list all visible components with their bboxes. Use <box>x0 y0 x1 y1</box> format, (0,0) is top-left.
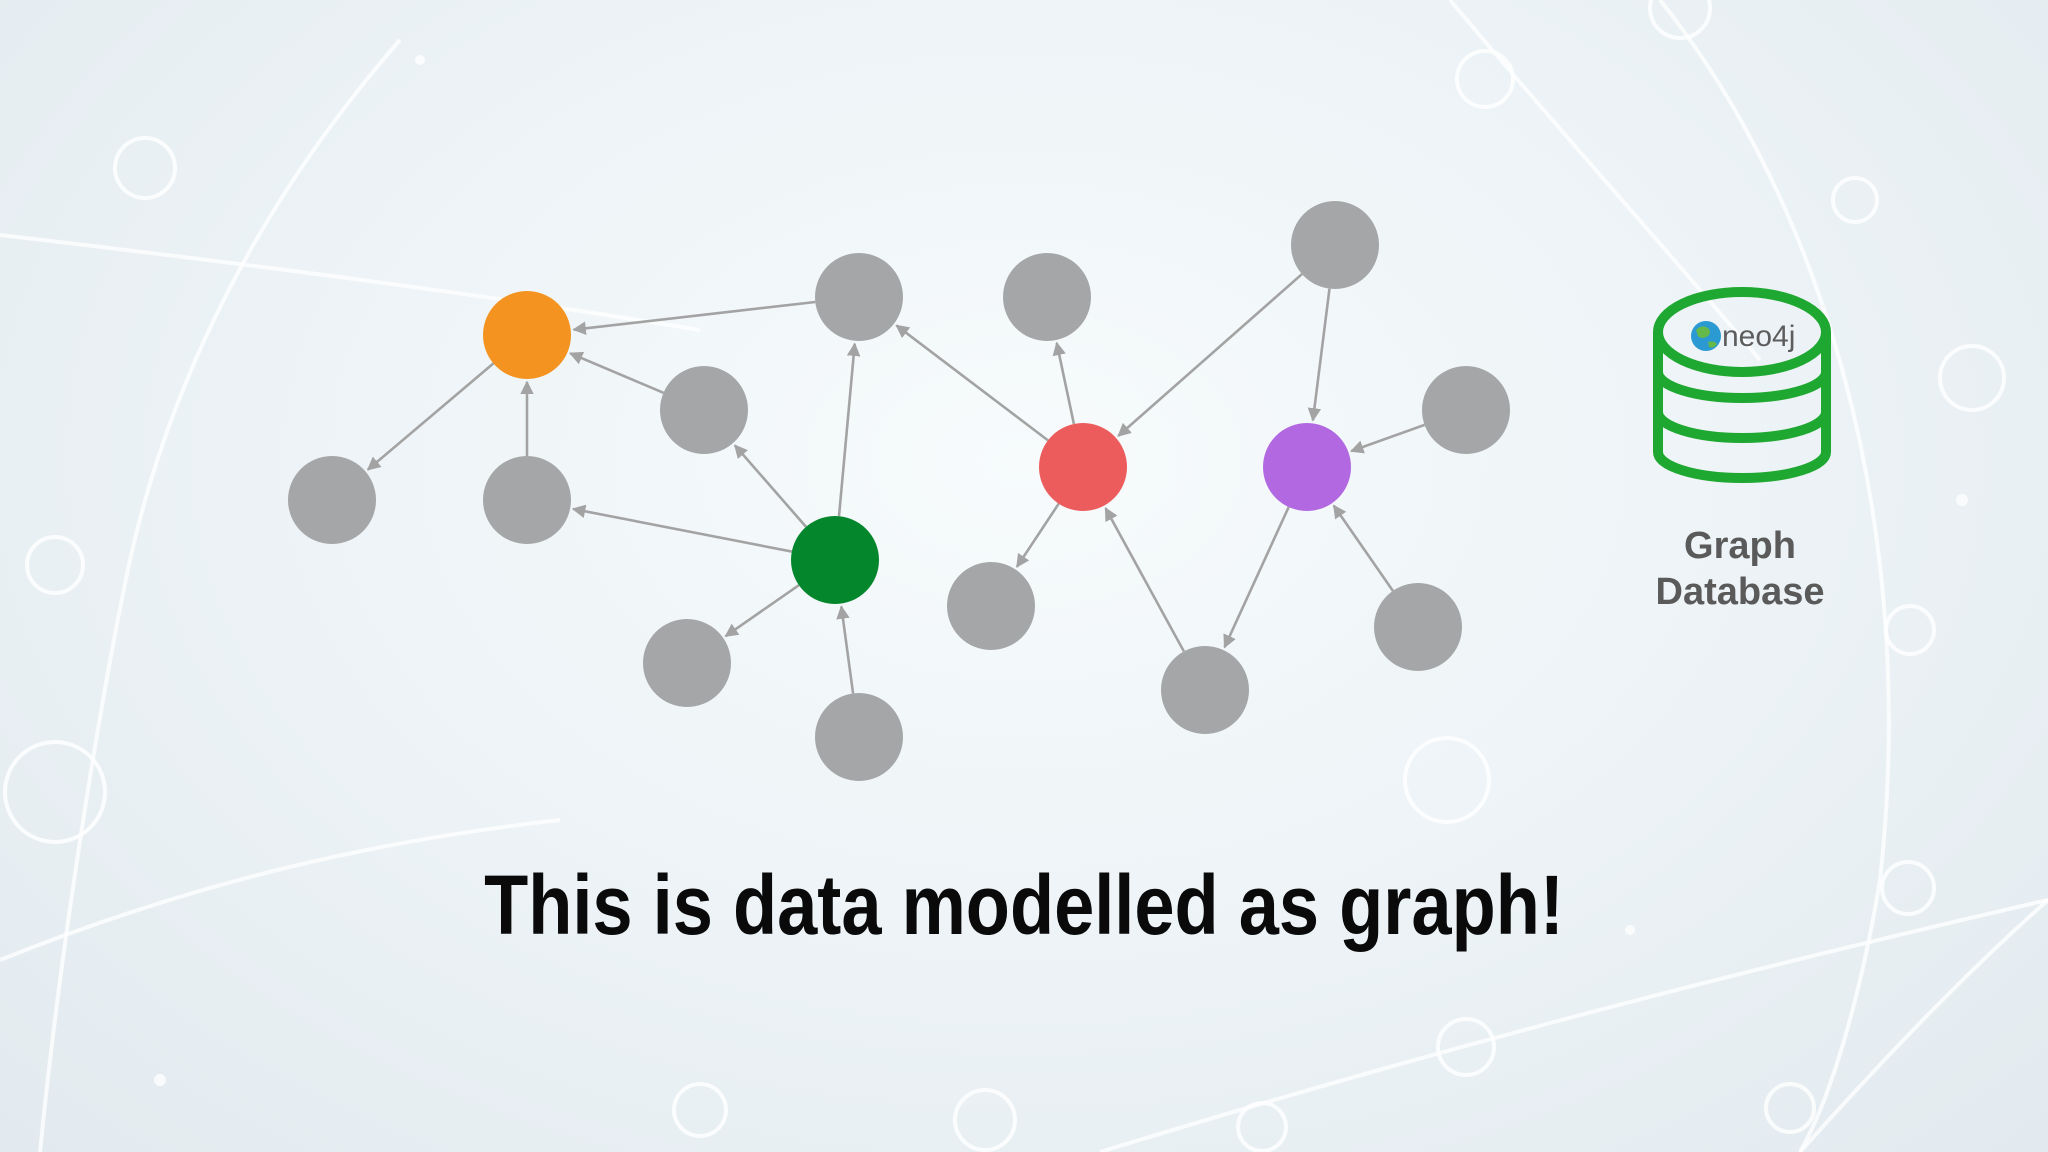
edge-layer <box>366 273 1426 694</box>
graph-node-node-d <box>815 253 903 341</box>
database-body <box>1653 332 1831 483</box>
graph-node-node-i <box>1161 646 1249 734</box>
edge-green-hub-to-node-c <box>733 444 808 528</box>
graph-node-orange-hub <box>483 291 571 379</box>
graph-node-node-k <box>1422 366 1510 454</box>
database-label-line1: Graph <box>1684 525 1796 567</box>
graph-node-node-f <box>815 693 903 781</box>
database-top <box>1653 287 1831 377</box>
edge-red-hub-to-node-g <box>1052 341 1076 425</box>
graph-node-node-g <box>1003 253 1091 341</box>
edge-green-hub-to-node-b <box>571 504 793 553</box>
edge-node-l-to-purple-hub <box>1332 504 1394 592</box>
graph-node-node-j <box>1291 201 1379 289</box>
edge-node-d-to-orange-hub <box>572 300 816 335</box>
slide-caption: This is data modelled as graph! <box>484 858 1564 952</box>
edge-node-f-to-green-hub <box>836 605 855 694</box>
graph-node-node-h <box>947 562 1035 650</box>
neo4j-globe-icon <box>1691 321 1721 351</box>
graph-node-purple-hub <box>1263 423 1351 511</box>
edge-orange-hub-to-node-a <box>366 362 495 471</box>
database-ring-1 <box>1653 371 1831 403</box>
edge-node-k-to-purple-hub <box>1349 423 1426 454</box>
edge-red-hub-to-node-h <box>1015 502 1060 568</box>
graph-node-red-hub <box>1039 423 1127 511</box>
edge-purple-hub-to-node-i <box>1223 506 1290 649</box>
graph-node-node-b <box>483 456 571 544</box>
graph-node-node-l <box>1374 583 1462 671</box>
edge-green-hub-to-node-d <box>837 342 861 517</box>
edge-node-i-to-red-hub <box>1104 507 1186 653</box>
edge-red-hub-to-node-d <box>895 324 1049 442</box>
edge-node-j-to-purple-hub <box>1307 288 1331 422</box>
database-label-line2: Database <box>1655 571 1825 613</box>
database-cylinder-icon: neo4j <box>1653 287 1831 483</box>
edge-node-c-to-orange-hub <box>569 351 664 395</box>
graph-node-green-hub <box>791 516 879 604</box>
graph-node-node-e <box>643 619 731 707</box>
edge-node-j-to-red-hub <box>1117 273 1303 437</box>
neo4j-logo-text: neo4j <box>1722 320 1795 353</box>
node-layer <box>288 201 1510 781</box>
edge-green-hub-to-node-e <box>724 584 800 638</box>
graph-node-node-a <box>288 456 376 544</box>
database-ring-2 <box>1653 411 1831 443</box>
graph-node-node-c <box>660 366 748 454</box>
